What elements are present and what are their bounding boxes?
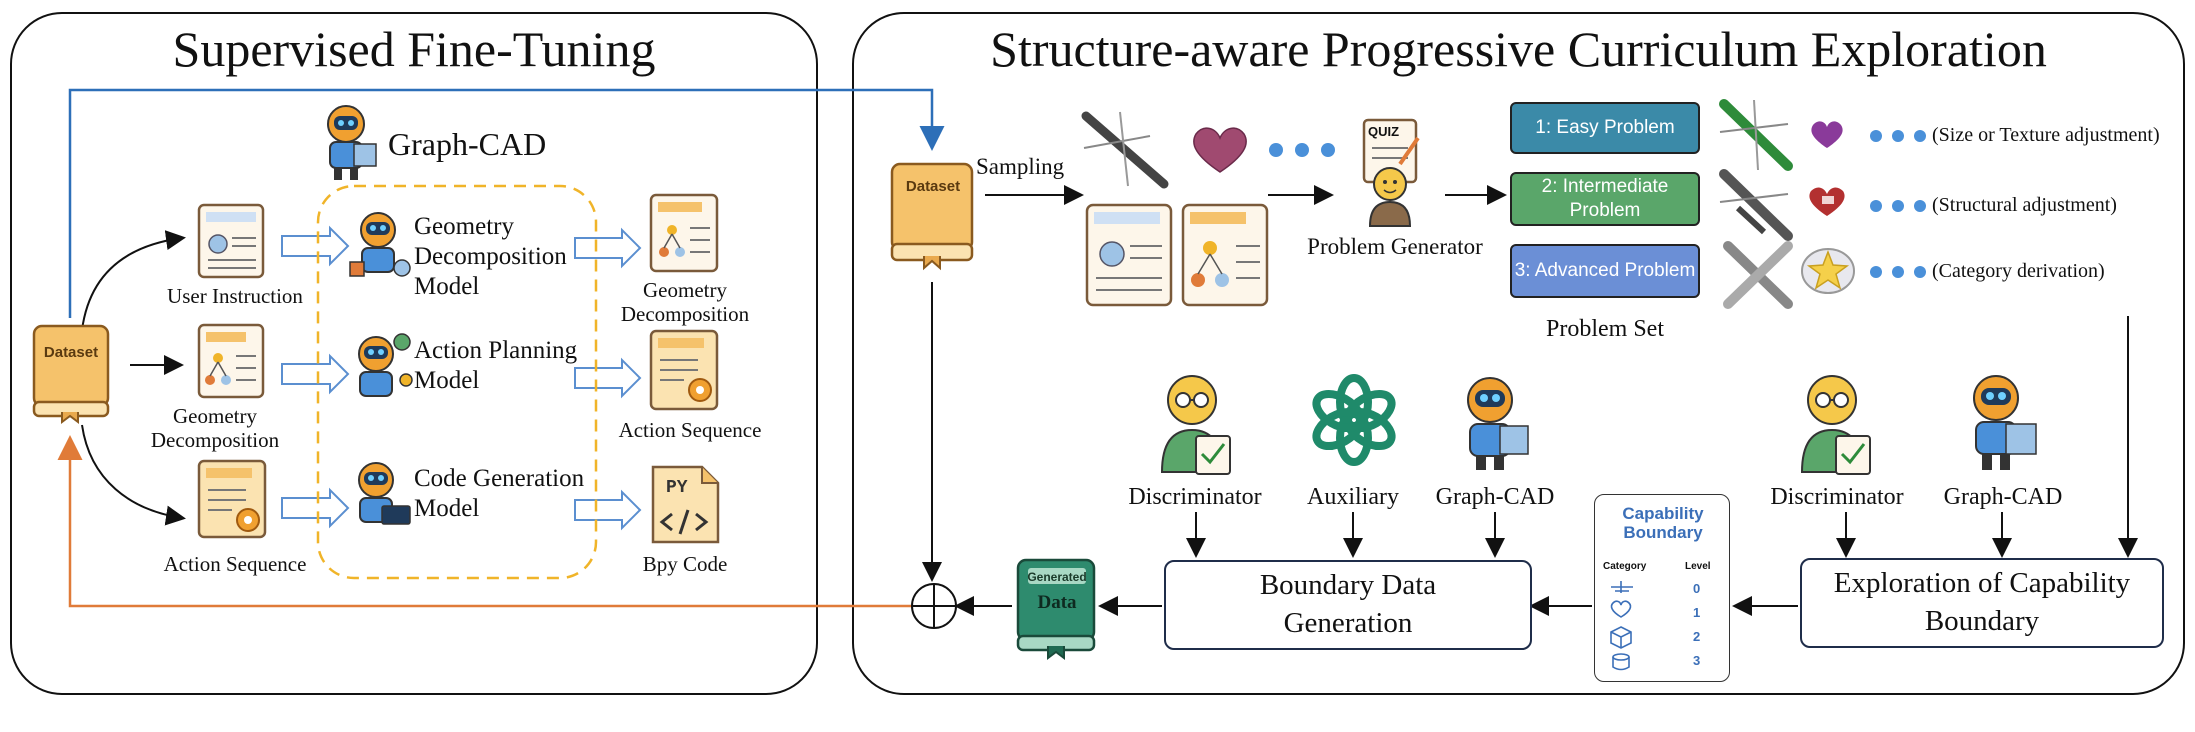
action-output-label: Action Sequence	[618, 418, 762, 442]
graph-cad-left-robot-icon	[1456, 368, 1534, 472]
boundary-data-generation-box: Boundary Data Generation	[1164, 560, 1532, 650]
bpy-code-doc-icon: PY	[650, 464, 722, 546]
code-model-robot-icon	[348, 454, 414, 534]
quiz-tag: QUIZ	[1368, 124, 1400, 139]
intermediate-heart-icon	[1806, 184, 1848, 218]
orange-return-path	[57, 435, 912, 608]
data-label: Data	[1037, 592, 1077, 613]
intermediate-problem-box: 2: Intermediate Problem	[1510, 172, 1700, 226]
action-sequence-input-label: Action Sequence	[163, 552, 307, 576]
easy-problem-box: 1: Easy Problem	[1510, 102, 1700, 154]
sft-dataset-book-icon: Dataset	[30, 322, 112, 424]
user-instruction-label: User Instruction	[167, 284, 303, 308]
level-1: 1	[1693, 605, 1701, 620]
models-dashed-box	[316, 184, 598, 580]
sft-title: Supervised Fine-Tuning	[172, 21, 656, 77]
action-model-label: Action Planning Model	[414, 337, 578, 394]
hollow-arrow-2	[281, 353, 350, 395]
geometry-model-label: Geometry Decomposition Model	[414, 213, 567, 300]
discriminator-left-icon	[1160, 370, 1234, 475]
spce-title: Structure-aware Progressive Curriculum E…	[990, 21, 2047, 77]
geometry-input-label: Geometry Decomposition	[150, 404, 280, 453]
auxiliary-openai-icon	[1306, 372, 1402, 468]
sample-more-dots	[1266, 140, 1346, 160]
advanced-cross-tools-icon	[1720, 238, 1796, 312]
problem-set-label: Problem Set	[1546, 316, 1664, 342]
easy-knife-icon	[1718, 98, 1794, 172]
hollow-arrow-5	[574, 357, 642, 399]
problem-generator-person-icon: QUIZ	[1360, 118, 1430, 228]
easy-heart-icon	[1808, 118, 1846, 150]
arrow-dataset-to-action	[81, 424, 186, 526]
geometry-output-doc-icon	[648, 192, 722, 276]
spce-dataset-book-icon: Dataset	[888, 160, 978, 271]
easy-dots	[1868, 128, 1932, 144]
discriminator-right-label: Discriminator	[1770, 484, 1904, 510]
bpy-code-label: Bpy Code	[642, 552, 728, 576]
hollow-arrow-6	[574, 489, 642, 531]
generated-label: Generated	[1027, 570, 1087, 584]
advanced-dots	[1868, 264, 1932, 280]
code-model-label: Code Generation Model	[414, 465, 585, 522]
sample-geometry-doc-icon	[1180, 202, 1272, 310]
sample-user-doc-icon	[1084, 202, 1176, 310]
user-instruction-doc-icon	[196, 202, 268, 282]
action-model-robot-icon	[348, 328, 414, 408]
generated-data-book-icon: Generated Data	[1014, 556, 1100, 660]
advanced-problem-box: 3: Advanced Problem	[1510, 244, 1700, 298]
intermediate-adjustment-label: (Structural adjustment)	[1932, 194, 2117, 216]
arrow-dataset-to-user	[81, 230, 186, 331]
capability-boundary-card: Capability Boundary Category Level 0 1 2…	[1594, 494, 1730, 682]
graph-cad-robot-icon	[318, 98, 382, 182]
geometry-model-robot-icon	[348, 206, 414, 282]
merge-plus-icon	[911, 583, 957, 629]
operations-doc-icon	[196, 458, 272, 542]
blue-sampling-path	[68, 88, 945, 318]
graph-cad-right-robot-icon	[1962, 366, 2042, 474]
geometry-doc-icon	[196, 322, 268, 402]
graph-cad-right-label: Graph-CAD	[1943, 484, 2063, 510]
discriminator-right-icon	[1800, 370, 1874, 475]
level-header: Level	[1685, 561, 1711, 572]
level-2: 2	[1693, 629, 1701, 644]
auxiliary-label: Auxiliary	[1307, 484, 1399, 510]
problem-generator-label: Problem Generator	[1307, 234, 1483, 259]
sample-knife-icon	[1080, 108, 1170, 190]
graph-cad-brand: Graph-CAD	[388, 126, 547, 162]
easy-adjustment-label: (Size or Texture adjustment)	[1932, 124, 2160, 146]
hollow-arrow-4	[574, 227, 642, 269]
advanced-star-icon	[1800, 246, 1856, 296]
intermediate-knife-icon	[1718, 168, 1794, 242]
sft-dataset-label: Dataset	[43, 344, 99, 361]
sampling-label: Sampling	[976, 154, 1065, 179]
category-header: Category	[1603, 561, 1647, 572]
hollow-arrow-1	[281, 225, 350, 267]
hollow-arrow-3	[281, 487, 350, 529]
discriminator-left-label: Discriminator	[1128, 484, 1262, 510]
geometry-output-label: Geometry Decomposition	[620, 278, 750, 327]
intermediate-dots	[1868, 198, 1932, 214]
level-0: 0	[1693, 581, 1701, 596]
level-3: 3	[1693, 653, 1701, 668]
sample-heart-icon	[1188, 122, 1252, 174]
graph-cad-left-label: Graph-CAD	[1435, 484, 1555, 510]
spce-dataset-label: Dataset	[905, 178, 961, 195]
exploration-box: Exploration of Capability Boundary	[1800, 558, 2164, 648]
action-output-doc-icon	[648, 328, 724, 414]
advanced-adjustment-label: (Category derivation)	[1932, 260, 2105, 282]
capability-title: Capability Boundary	[1622, 504, 1704, 542]
category-icons	[1610, 581, 1633, 671]
py-tag: PY	[666, 478, 688, 498]
